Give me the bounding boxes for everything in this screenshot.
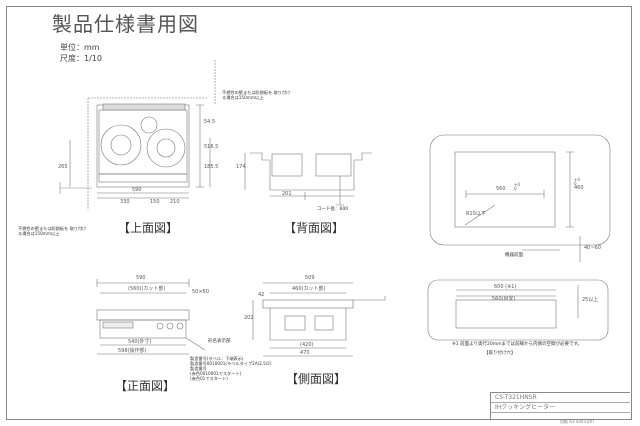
dim-front-w: 590 <box>136 275 146 281</box>
unit-label: 単位：mm <box>60 43 100 52</box>
title-block-model: CS-T321HNSR <box>491 393 630 403</box>
dim-cab-d-tol: +4 0 <box>574 177 580 186</box>
dim-cab-depth: 40~60 <box>584 245 601 251</box>
install-view-label: 【取り付け穴】 <box>484 351 516 356</box>
top-burner-left <box>100 124 142 166</box>
front-view-body <box>99 319 187 339</box>
dim-back-h: 174 <box>236 164 246 170</box>
dim-top-depth: 516.5 <box>204 144 219 150</box>
cabinet-top-outline <box>429 134 611 246</box>
dim-back-w: 201 <box>282 191 292 197</box>
back-view-board <box>271 153 303 177</box>
dim-side-c: (420) <box>300 342 314 348</box>
back-view-fan <box>315 153 352 177</box>
dim-top-e: 185.5 <box>204 164 219 170</box>
top-view-label: 【上面図】 <box>118 221 179 235</box>
front-label-note: 形名表示部 <box>208 339 231 344</box>
dim-install-w2: 560(目安) <box>492 296 516 302</box>
title-block-product: IHクッキングヒーター <box>491 403 630 413</box>
note-top-right: 不燃性の壁または防熱板を 取り付ける場合は150mm以上 <box>222 90 291 100</box>
install-outline <box>427 279 609 341</box>
top-burner-center <box>140 116 158 134</box>
back-cord-label: コード長：600 <box>317 207 349 212</box>
drawing-title: 製品仕様書用図 <box>52 12 199 36</box>
dim-top-a: 150 <box>150 199 160 205</box>
dim-cab-w: 560 <box>496 186 506 192</box>
cabinet-front-label: 機器前面 <box>505 253 523 258</box>
title-block: CS-T321HNSR IHクッキングヒーター <box>490 392 630 420</box>
dim-top-d: 265 <box>58 164 68 170</box>
top-burner-right <box>146 128 186 168</box>
dim-top-c: 330 <box>120 199 130 205</box>
dim-top-b: 210 <box>170 199 180 205</box>
dim-cab-d: 460 <box>574 185 584 191</box>
side-view-fan <box>284 315 306 331</box>
top-burner-right-inner <box>156 138 176 158</box>
note-top-left: 不燃性の壁または防熱板を 取り付ける場合は150mm以上 <box>18 226 87 236</box>
top-view-vent <box>102 103 186 111</box>
top-dim-right <box>196 104 204 188</box>
front-view-top <box>96 309 190 321</box>
install-hole <box>455 299 557 329</box>
front-view-label: 【正面図】 <box>115 379 176 393</box>
dim-side-b: 470 <box>300 350 310 356</box>
front-dim-top <box>96 279 190 287</box>
front-leader <box>185 337 206 351</box>
side-view-block <box>314 315 334 331</box>
dim-front-b: 50×50 <box>192 289 209 295</box>
side-view-label: 【側面図】 <box>286 372 347 386</box>
side-view-body <box>269 308 347 341</box>
dim-front-a: (560)(カット部) <box>128 286 166 292</box>
back-view-outline <box>250 152 372 191</box>
dim-side-a: 460(カット部) <box>292 286 326 292</box>
side-counter <box>353 296 386 301</box>
drawing-sheet <box>6 6 632 420</box>
serial-note: 製造番号(ラベル：下端表示) 製造番号0010001(ラベルタイプ2A/2.5/… <box>190 356 272 381</box>
dim-top-f: 54.5 <box>204 119 216 125</box>
dim-front-d: 598(操作部) <box>118 348 147 354</box>
cabinet-dim-w <box>465 190 545 198</box>
cabinet-dim-diag <box>464 204 496 226</box>
dim-install-h: 25以上 <box>582 297 599 303</box>
top-wall-line <box>87 97 208 210</box>
dim-top-width: 590 <box>132 187 142 193</box>
title-block-sheet: 用紙 A3 420×297 <box>560 419 595 424</box>
back-view-label: 【背面図】 <box>284 221 345 235</box>
dim-side-h2: 42 <box>258 292 265 298</box>
dim-front-c: 540(外寸) <box>128 339 152 345</box>
dim-side-h: 202 <box>244 315 254 321</box>
top-dim-left <box>59 182 92 194</box>
cabinet-dim-d <box>566 151 574 228</box>
scale-label: 尺度：1/10 <box>60 54 102 63</box>
dim-cab-w-tol: +4 0 <box>514 182 520 191</box>
front-control-strip <box>102 321 134 329</box>
dim-install-w: 600 (※1) <box>494 284 517 290</box>
back-cord <box>336 176 344 206</box>
dim-side-w: 509 <box>305 275 315 281</box>
cabinet-cutout <box>454 151 556 228</box>
install-note: ※1 前面より奥行20mmまでは前縁から内側の空間が必要です。 <box>452 342 583 347</box>
top-burner-left-inner <box>110 134 132 156</box>
top-view-control-panel <box>98 173 188 183</box>
dim-cab-r: R10以下 <box>466 211 486 217</box>
side-view-top <box>262 299 354 309</box>
